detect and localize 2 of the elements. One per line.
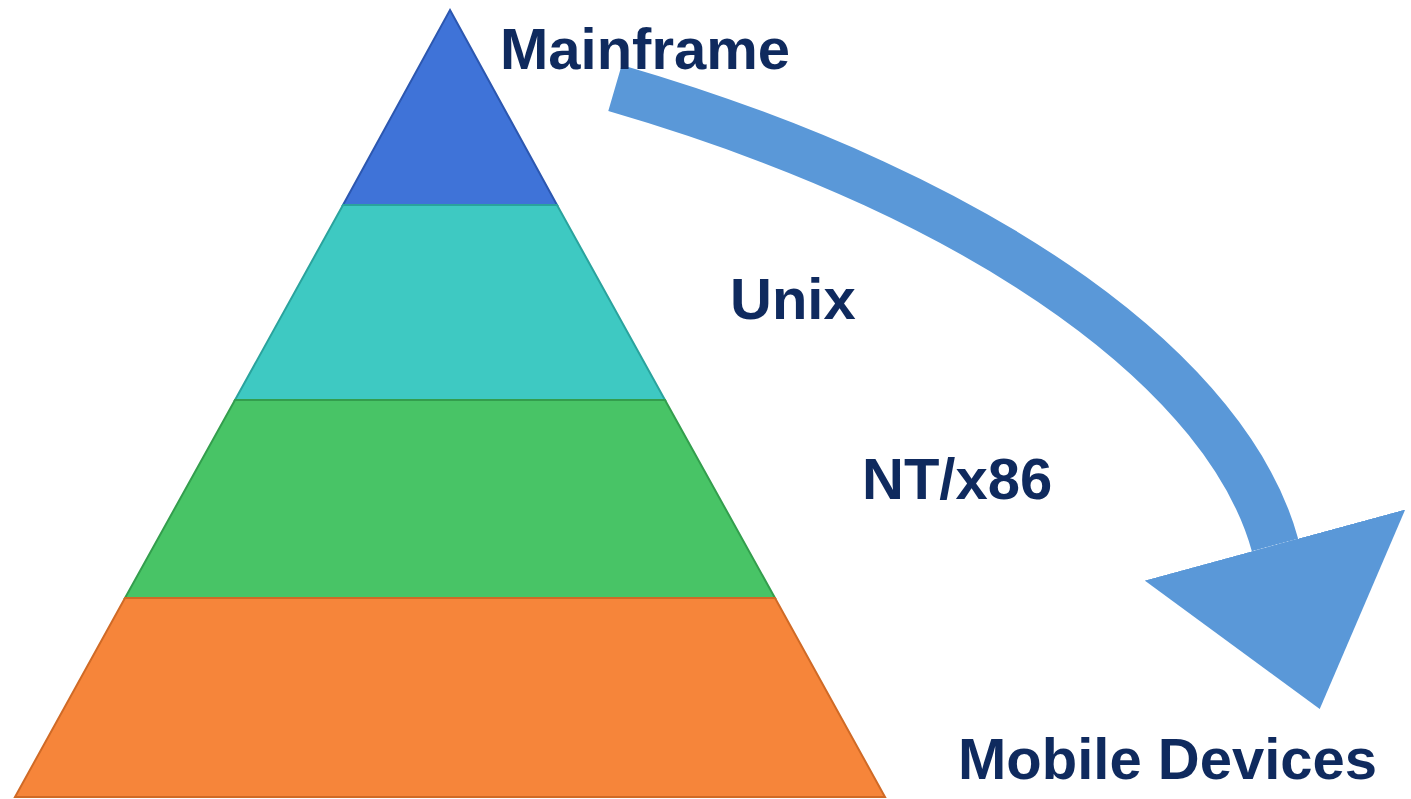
layer-label: Mobile Devices: [958, 730, 1378, 788]
layer-label: Mainframe: [500, 20, 791, 78]
